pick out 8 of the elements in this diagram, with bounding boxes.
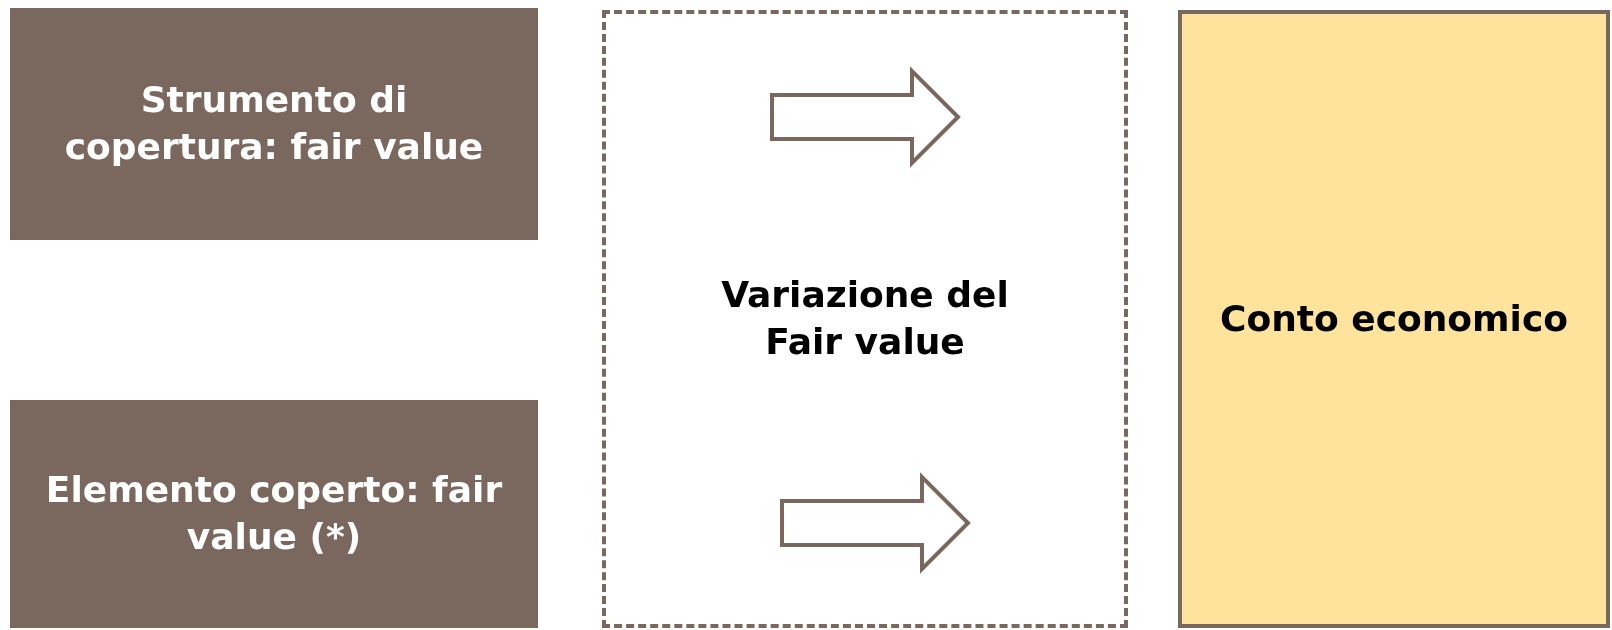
process-box [10,400,538,628]
result-box [1178,10,1610,628]
node-label: Conto economico [1220,296,1568,341]
node-label: Strumento di copertura: fair value [63,78,485,169]
process-box [10,8,538,240]
node-label: Elemento coperto: fair value (*) [44,468,504,559]
node-label: Variazione del Fair value [720,273,1010,364]
dashed-box [602,10,1128,628]
